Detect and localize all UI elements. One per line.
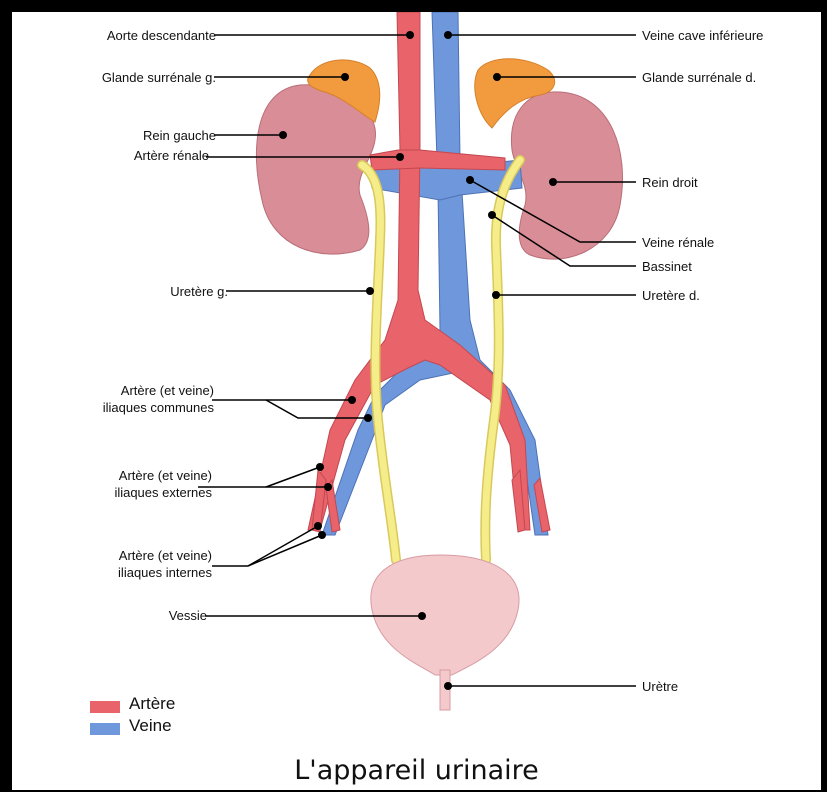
urethra bbox=[440, 670, 450, 710]
label-veine-cave: Veine cave inférieure bbox=[642, 28, 763, 43]
legend-vein-label: Veine bbox=[129, 716, 172, 736]
label-iliaques-externes-line2: iliaques externes bbox=[114, 485, 212, 500]
legend-artery-swatch bbox=[90, 701, 120, 713]
label-aorte: Aorte descendante bbox=[107, 28, 216, 43]
label-glande-surrenale-g: Glande surrénale g. bbox=[102, 70, 216, 85]
label-uretere-g: Uretère g. bbox=[170, 284, 228, 299]
label-rein-droit: Rein droit bbox=[642, 175, 698, 190]
label-vessie: Vessie bbox=[169, 608, 207, 623]
label-veine-renale: Veine rénale bbox=[642, 235, 714, 250]
label-glande-surrenale-d: Glande surrénale d. bbox=[642, 70, 756, 85]
label-iliaques-internes-line2: iliaques internes bbox=[118, 565, 212, 580]
bladder bbox=[371, 555, 519, 675]
label-uretere-d: Uretère d. bbox=[642, 288, 700, 303]
diagram-canvas: Aorte descendante Glande surrénale g. Re… bbox=[12, 12, 821, 790]
label-iliaques-externes-line1: Artère (et veine) bbox=[119, 468, 212, 483]
label-iliaques-internes-line1: Artère (et veine) bbox=[119, 548, 212, 563]
legend-vein-swatch bbox=[90, 723, 120, 735]
diagram-title: L'appareil urinaire bbox=[12, 755, 821, 786]
label-iliaques-communes-line2: iliaques communes bbox=[103, 400, 214, 415]
label-artere-renale: Artère rénale bbox=[134, 148, 209, 163]
label-iliaques-communes-line1: Artère (et veine) bbox=[121, 383, 214, 398]
label-rein-gauche: Rein gauche bbox=[143, 128, 216, 143]
renal-arteries bbox=[370, 150, 505, 170]
legend-artery-label: Artère bbox=[129, 694, 175, 714]
label-uretre: Urètre bbox=[642, 679, 678, 694]
label-bassinet: Bassinet bbox=[642, 259, 692, 274]
